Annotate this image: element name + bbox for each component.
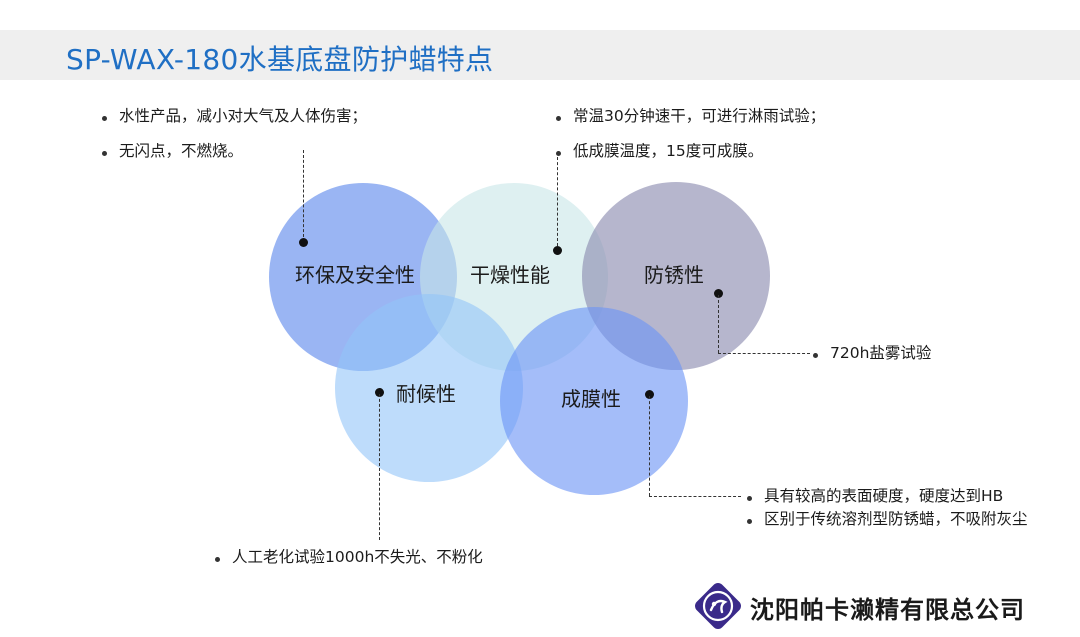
circle-film [500, 307, 688, 495]
note-item: 无闪点，不燃烧。 [99, 142, 367, 160]
circle-weather [335, 294, 523, 482]
title-bar [0, 30, 1080, 80]
dot-film [645, 390, 654, 399]
connector-safety [303, 150, 304, 242]
notes-weather: 人工老化试验1000h不失光、不粉化 [212, 548, 483, 566]
connector-film-horizontal [649, 496, 741, 497]
note-item: 人工老化试验1000h不失光、不粉化 [212, 548, 483, 566]
label-weather: 耐候性 [396, 382, 456, 406]
dot-safety [299, 238, 308, 247]
label-rust: 防锈性 [644, 263, 704, 287]
note-item: 常温30分钟速干，可进行淋雨试验； [553, 107, 825, 125]
note-item: 720h盐雾试验 [810, 344, 931, 362]
notes-rust: 720h盐雾试验 [810, 344, 931, 362]
company-logo-icon [695, 583, 741, 629]
label-safety: 环保及安全性 [295, 263, 415, 287]
company-name: 沈阳帕卡濑精有限总公司 [750, 596, 1025, 624]
dot-rust [714, 289, 723, 298]
connector-dry [557, 152, 558, 246]
note-item: 区别于传统溶剂型防锈蜡，不吸附灰尘 [744, 510, 1028, 528]
note-item: 水性产品，减小对大气及人体伤害； [99, 107, 367, 125]
dot-dry [553, 246, 562, 255]
connector-film-vertical [649, 396, 650, 496]
connector-weather [379, 394, 380, 540]
label-dry: 干燥性能 [470, 263, 550, 287]
connector-rust-vertical [718, 295, 719, 353]
notes-safety: 水性产品，减小对大气及人体伤害； 无闪点，不燃烧。 [99, 107, 367, 160]
dot-weather [375, 388, 384, 397]
notes-dry: 常温30分钟速干，可进行淋雨试验； 低成膜温度，15度可成膜。 [553, 107, 825, 160]
notes-film: 具有较高的表面硬度，硬度达到HB 区别于传统溶剂型防锈蜡，不吸附灰尘 [744, 487, 1028, 528]
page-title: SP-WAX-180水基底盘防护蜡特点 [66, 43, 494, 76]
connector-rust-horizontal [718, 353, 810, 354]
label-film: 成膜性 [561, 387, 621, 411]
note-item: 低成膜温度，15度可成膜。 [553, 142, 825, 160]
note-item: 具有较高的表面硬度，硬度达到HB [744, 487, 1028, 505]
